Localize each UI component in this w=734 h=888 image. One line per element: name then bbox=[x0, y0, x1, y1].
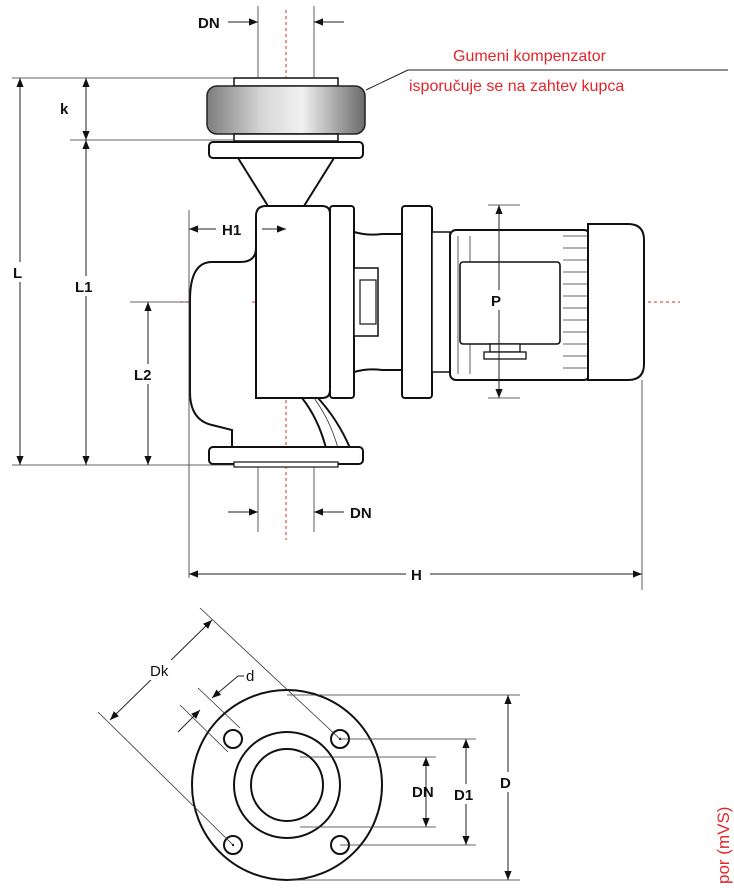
edge-axis-text: por (mVS) bbox=[714, 807, 733, 884]
pump-volute bbox=[189, 205, 352, 450]
l-label: L bbox=[13, 265, 22, 282]
k-label: k bbox=[60, 101, 69, 118]
compensator-note: Gumeni kompenzator isporučuje se na zaht… bbox=[365, 48, 728, 95]
dimension-dn-bottom: DN bbox=[228, 467, 372, 532]
electric-motor bbox=[449, 223, 645, 381]
outlet-flange bbox=[208, 446, 364, 468]
p-label: P bbox=[491, 293, 501, 310]
inlet-flange bbox=[208, 141, 364, 207]
motor-adapter bbox=[329, 205, 451, 399]
dk-label: Dk bbox=[150, 663, 169, 680]
dimension-left: L k L1 L2 bbox=[12, 77, 234, 466]
note-line-2: isporučuje se na zahtev kupca bbox=[409, 78, 624, 95]
l2-label: L2 bbox=[134, 367, 152, 384]
d-label: d bbox=[246, 668, 254, 685]
dimension-dn-top: DN bbox=[198, 6, 344, 78]
dimension-h1: H1 bbox=[188, 210, 286, 578]
dimension-h: H bbox=[189, 380, 643, 590]
d-outer-label: D bbox=[500, 775, 511, 792]
dn-flange-label: DN bbox=[412, 784, 434, 801]
dn-bottom-label: DN bbox=[350, 505, 372, 522]
l1-label: L1 bbox=[75, 279, 93, 296]
dn-top-label: DN bbox=[198, 15, 220, 32]
flange-detail: Dk d DN D1 D bbox=[97, 607, 520, 881]
h1-label: H1 bbox=[222, 222, 241, 239]
note-line-1: Gumeni kompenzator bbox=[453, 48, 607, 65]
rubber-compensator bbox=[206, 77, 366, 142]
d1-label: D1 bbox=[454, 787, 473, 804]
h-label: H bbox=[411, 567, 422, 584]
dimension-p: P bbox=[488, 204, 520, 399]
